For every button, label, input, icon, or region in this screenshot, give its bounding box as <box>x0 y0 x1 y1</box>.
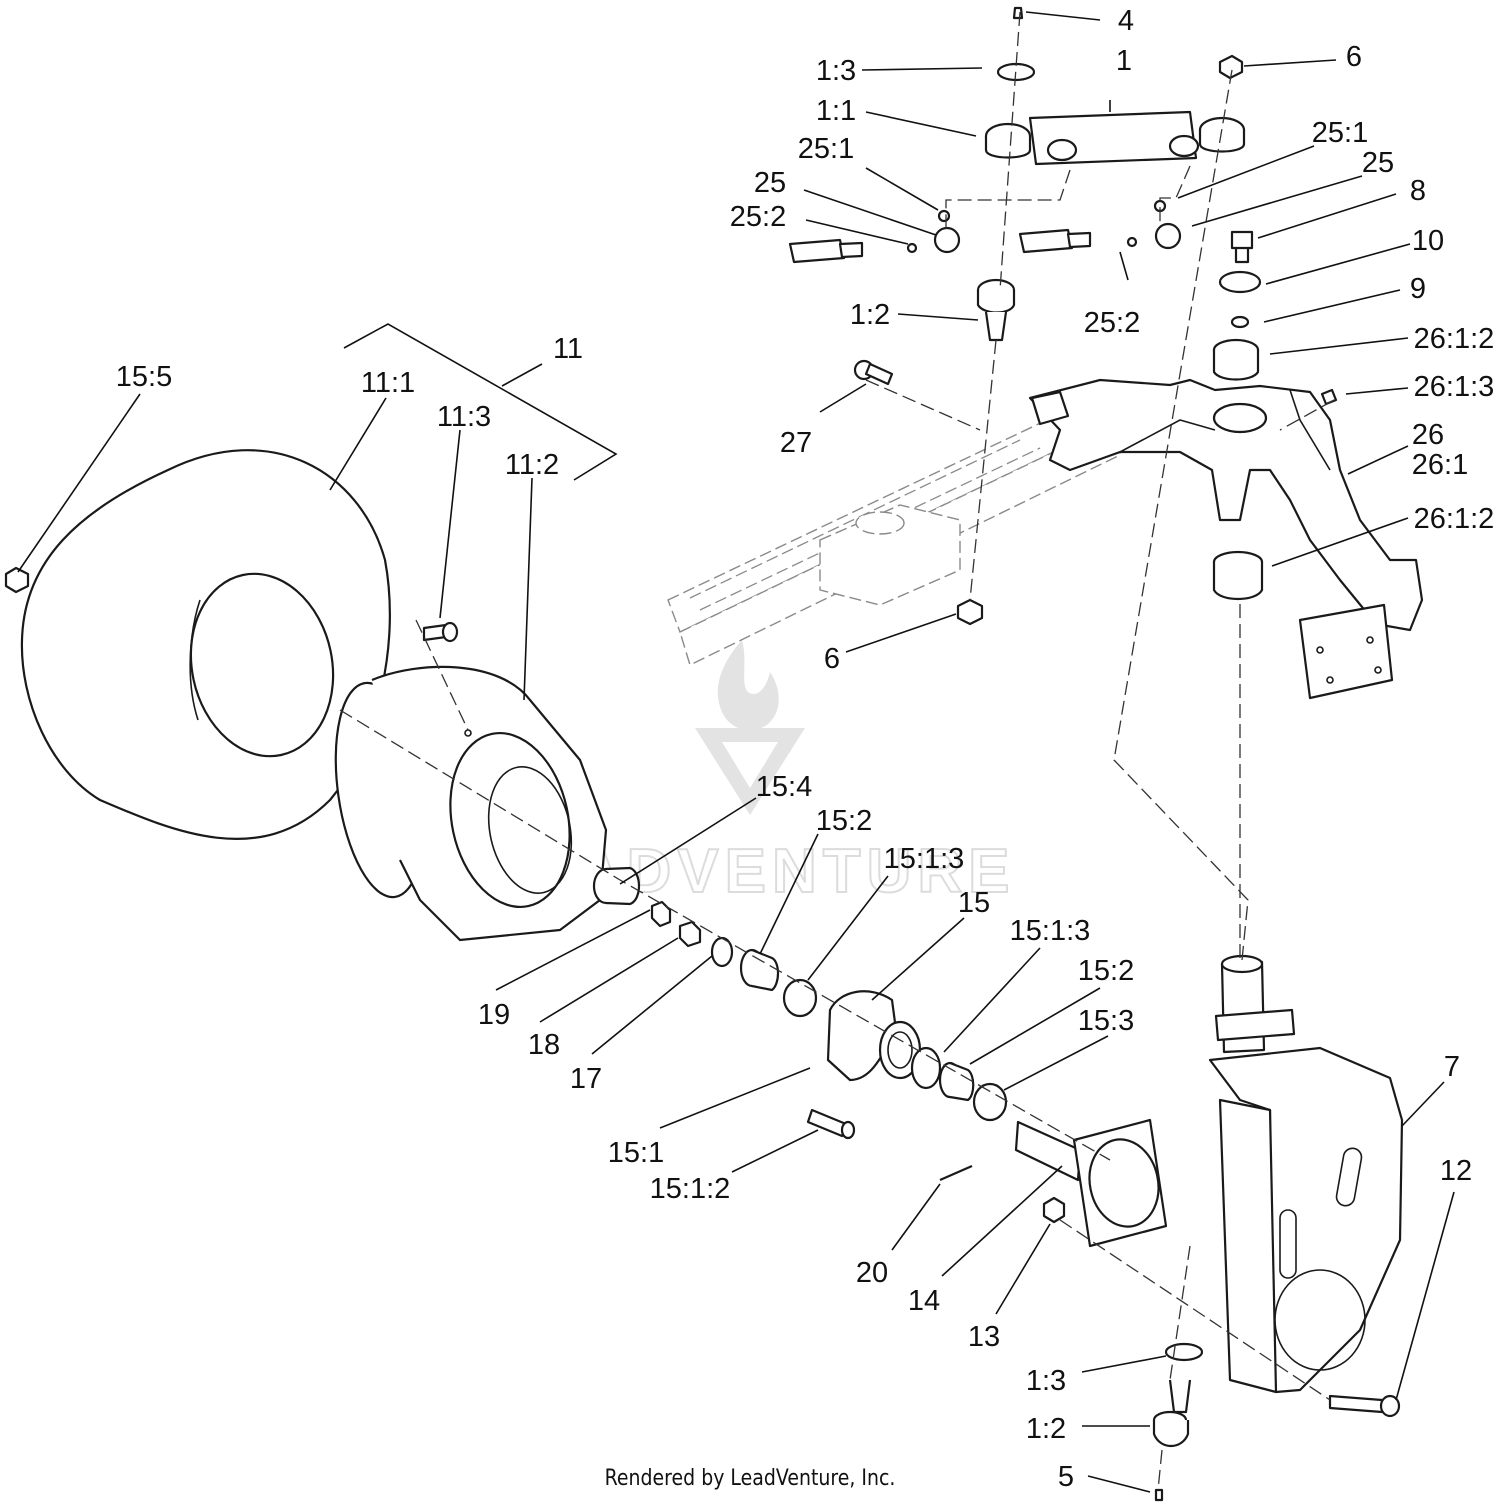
callout-15-1-3-mid: 15:1:3 <box>1010 915 1091 947</box>
bearing-cup-15-1-3-outer <box>782 978 818 1018</box>
nut-19 <box>650 900 672 928</box>
callout-1-1: 1:1 <box>816 95 856 127</box>
callout-25-right: 25 <box>1362 147 1394 179</box>
valve-stem <box>422 621 459 643</box>
wheel-stud <box>806 1108 856 1140</box>
callout-26-1: 26:1 <box>1412 449 1468 481</box>
callout-1-3-bottom: 1:3 <box>1026 1365 1066 1397</box>
footer-credit: Rendered by LeadVenture, Inc. <box>604 1466 896 1491</box>
callout-18: 18 <box>528 1029 560 1061</box>
callout-15-1: 15:1 <box>608 1137 664 1169</box>
callout-5: 5 <box>1058 1461 1074 1493</box>
callout-labels: 4 1:3 1 6 1:1 25:1 25:1 25 25 25:2 8 10 … <box>116 5 1495 1493</box>
callout-17: 17 <box>570 1063 602 1095</box>
bolt-27 <box>853 359 894 386</box>
bolt-12 <box>1328 1394 1401 1418</box>
seal-15-3 <box>972 1082 1008 1122</box>
callout-26-1-2-bottom: 26:1:2 <box>1414 503 1495 535</box>
bushing-26-1-2-bottom <box>1212 550 1264 601</box>
callout-15: 15 <box>958 887 990 919</box>
washer-9 <box>1230 315 1250 329</box>
cap-screw-4 <box>1012 6 1024 20</box>
callout-15-1-3-top: 15:1:3 <box>884 843 965 875</box>
nut-6-top <box>1218 54 1244 80</box>
callout-27: 27 <box>780 427 812 459</box>
grease-fitting <box>1320 388 1338 406</box>
spindle-housing <box>1208 954 1404 1394</box>
callout-25-1-right: 25:1 <box>1312 117 1368 149</box>
cap-screw-5 <box>1154 1488 1164 1502</box>
callout-11: 11 <box>553 333 583 365</box>
wheel-rim <box>334 665 608 942</box>
callout-4: 4 <box>1118 5 1134 37</box>
ball-joint-top <box>976 278 1016 342</box>
retaining-ring-bottom <box>1164 1342 1204 1362</box>
wheel-hub <box>826 990 922 1082</box>
front-axle-yoke <box>1028 378 1424 700</box>
tire <box>20 449 391 840</box>
lug-nut <box>4 566 30 594</box>
callout-leaders <box>17 11 1455 1493</box>
callout-20: 20 <box>856 1257 888 1289</box>
callout-6-mid: 6 <box>824 643 840 675</box>
bolt-8 <box>1230 230 1254 264</box>
callout-1-2-bottom: 1:2 <box>1026 1413 1066 1445</box>
bearing-cup-15-1-3-inner <box>910 1046 942 1090</box>
callout-7: 7 <box>1444 1051 1460 1083</box>
callout-25-1-left: 25:1 <box>798 133 854 165</box>
bearing-cone-15-2-outer <box>739 948 780 992</box>
callout-15-1-2: 15:1:2 <box>650 1173 731 1205</box>
callout-15-3: 15:3 <box>1078 1005 1134 1037</box>
bearing-cone-15-2-inner <box>938 1061 975 1102</box>
callout-6-top: 6 <box>1346 41 1362 73</box>
washer-10 <box>1218 270 1262 294</box>
hydraulic-fitting-right <box>1018 199 1182 254</box>
callout-9: 9 <box>1410 273 1426 305</box>
callout-15-2-mid: 15:2 <box>1078 955 1134 987</box>
hydraulic-fitting-left <box>788 209 961 264</box>
callout-1-2-top: 1:2 <box>850 299 890 331</box>
callout-19: 19 <box>478 999 510 1031</box>
nut-13 <box>1042 1196 1066 1224</box>
cotter-pin <box>939 1164 973 1182</box>
steering-cylinder <box>984 110 1246 166</box>
bushing-26-1-2-top <box>1212 338 1260 381</box>
callout-15-4: 15:4 <box>756 771 812 803</box>
callout-26-1-3: 26:1:3 <box>1414 371 1495 403</box>
callout-25-2-right: 25:2 <box>1084 307 1140 339</box>
callout-15-5: 15:5 <box>116 361 172 393</box>
callout-8: 8 <box>1410 175 1426 207</box>
assembly-centerlines <box>339 11 1335 1491</box>
spindle <box>1014 1118 1168 1248</box>
callout-1-3-top: 1:3 <box>816 55 856 87</box>
callout-11-3: 11:3 <box>437 401 491 433</box>
callout-11-1: 11:1 <box>361 367 415 399</box>
callout-11-2: 11:2 <box>505 449 559 481</box>
callout-15-2-top: 15:2 <box>816 805 872 837</box>
callout-25-left: 25 <box>754 167 786 199</box>
callout-26-1-2-top: 26:1:2 <box>1414 323 1495 355</box>
chassis-frame-phantom <box>667 389 1121 666</box>
callout-1: 1 <box>1116 45 1132 77</box>
callout-25-2-left: 25:2 <box>730 201 786 233</box>
bearing-cup-15-4 <box>592 866 641 906</box>
callout-12: 12 <box>1440 1155 1472 1187</box>
callout-26: 26 <box>1412 419 1444 451</box>
callout-13: 13 <box>968 1321 1000 1353</box>
callout-14: 14 <box>908 1285 940 1317</box>
callout-10: 10 <box>1412 225 1444 257</box>
nut-18 <box>678 920 702 948</box>
nut-6-mid <box>956 598 984 626</box>
ball-joint-bottom <box>1152 1379 1192 1448</box>
